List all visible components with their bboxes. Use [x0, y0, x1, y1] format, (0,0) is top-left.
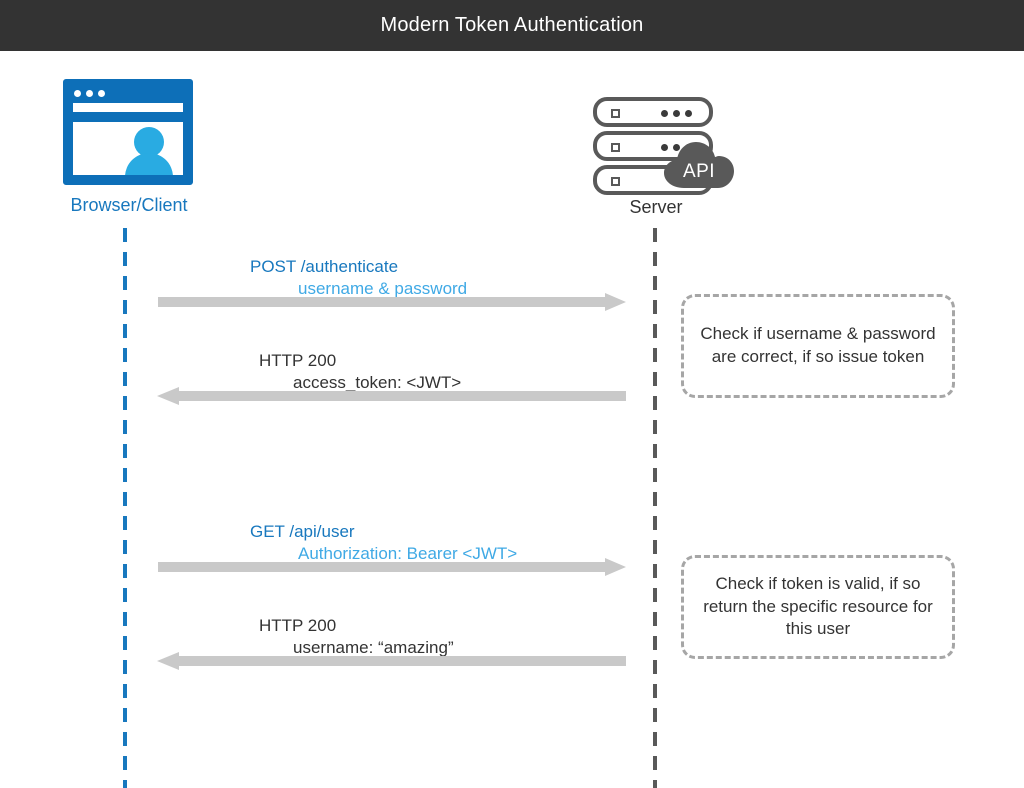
message-4: HTTP 200 username: “amazing” — [157, 598, 626, 670]
message-4-labels: HTTP 200 username: “amazing” — [157, 616, 626, 658]
message-4-line1: HTTP 200 — [259, 616, 337, 635]
message-1: POST /authenticate username & password — [158, 239, 626, 311]
message-1-arrow-right — [158, 293, 626, 311]
browser-dot-icon — [86, 90, 93, 97]
rack-square-icon — [611, 143, 620, 152]
browser-titlebar — [68, 84, 188, 122]
message-3-line2: Authorization: Bearer <JWT> — [298, 544, 518, 563]
browser-content-area — [73, 122, 183, 175]
message-3-arrow-right — [158, 558, 626, 576]
message-2-line2: access_token: <JWT> — [293, 373, 462, 392]
message-2-labels: HTTP 200 access_token: <JWT> — [157, 351, 626, 393]
rack-square-icon — [611, 177, 620, 186]
message-1-line2: username & password — [298, 279, 468, 298]
message-3: GET /api/user Authorization: Bearer <JWT… — [158, 504, 626, 576]
avatar-icon — [134, 127, 164, 157]
actor-client: Browser/Client — [63, 79, 195, 216]
message-4-line2: username: “amazing” — [293, 638, 454, 657]
message-2-line1: HTTP 200 — [259, 351, 337, 370]
browser-dot-icon — [98, 90, 105, 97]
message-1-labels: POST /authenticate username & password — [158, 257, 626, 299]
rack-dots-icon — [661, 110, 697, 118]
note-box-1: Check if username & password are correct… — [681, 294, 955, 398]
note-box-1-text: Check if username & password are correct… — [700, 324, 936, 366]
diagram-canvas: Browser/Client — [0, 51, 1024, 788]
message-2-arrow-left — [157, 387, 626, 405]
lifeline-server — [653, 228, 657, 788]
cloud-icon: API — [662, 139, 736, 189]
message-1-line1: POST /authenticate — [250, 257, 399, 276]
avatar-body-icon — [125, 153, 173, 175]
actor-server: API Server — [586, 79, 734, 218]
note-box-2-text: Check if token is valid, if so return th… — [703, 573, 933, 639]
browser-url-bar — [73, 103, 183, 112]
message-3-line1: GET /api/user — [250, 522, 355, 541]
browser-window-icon — [63, 79, 193, 185]
page-title: Modern Token Authentication — [380, 14, 644, 36]
api-badge-label: API — [682, 161, 716, 182]
message-4-arrow-left — [157, 652, 626, 670]
actor-label-server: Server — [629, 197, 683, 217]
title-bar: Modern Token Authentication — [0, 0, 1024, 51]
lifeline-client — [123, 228, 127, 788]
server-rack-icon: API — [586, 79, 734, 195]
rack-square-icon — [611, 109, 620, 118]
server-rack-unit — [593, 97, 713, 127]
actor-label-client: Browser/Client — [70, 195, 188, 215]
browser-dot-icon — [74, 90, 81, 97]
message-2: HTTP 200 access_token: <JWT> — [157, 333, 626, 405]
note-box-2: Check if token is valid, if so return th… — [681, 555, 955, 659]
message-3-labels: GET /api/user Authorization: Bearer <JWT… — [158, 522, 626, 564]
